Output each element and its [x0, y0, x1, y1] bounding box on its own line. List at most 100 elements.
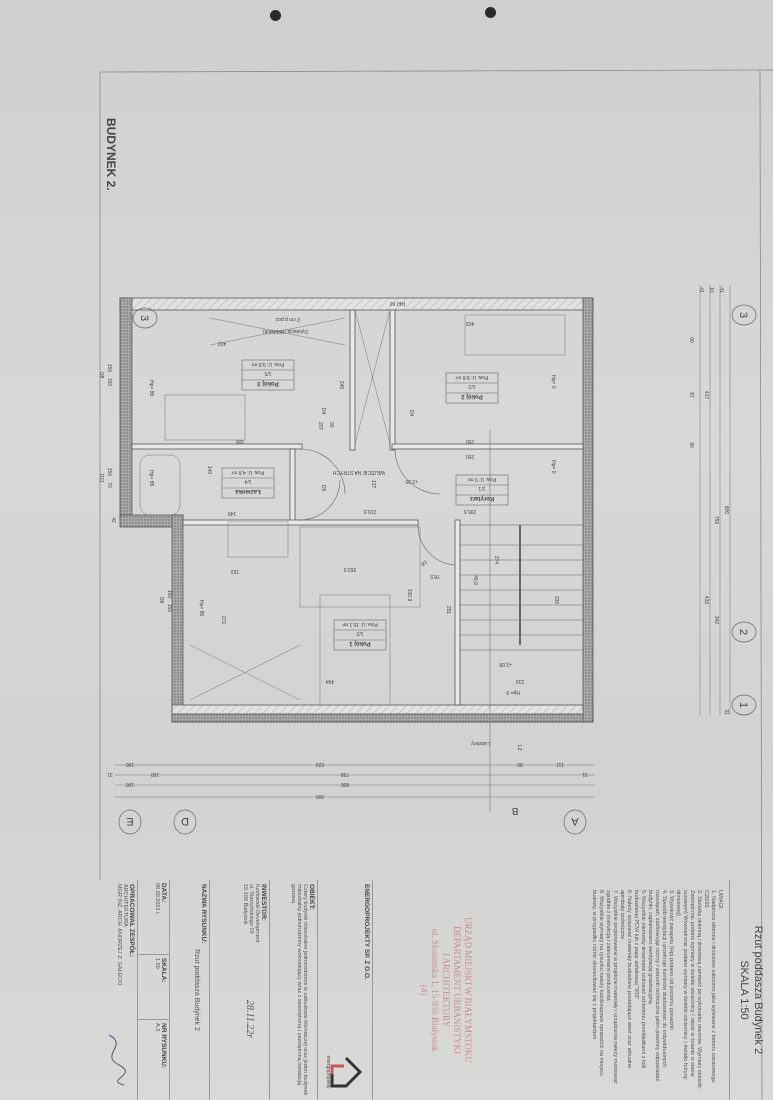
grid-axis-circle — [563, 809, 587, 835]
room-name: Pokój 2 — [461, 393, 483, 399]
dimension-label: 402 — [466, 320, 475, 326]
level-mark-stairs: +2,08 — [499, 661, 512, 667]
dimension-label: 41 — [698, 287, 704, 293]
dimension-label: 402 — [218, 340, 227, 346]
lintel-label: L2 — [516, 745, 522, 751]
company-row: ENERGOPROJEKTY SP. Z O.O. energoprojekty — [317, 880, 372, 1100]
annotations: WEJŚCIE NA STRYCH 137 +2,95 +2,08 Hp= 0 … — [148, 300, 556, 751]
dimension-label: 140 — [228, 510, 237, 516]
shaft-cross — [189, 309, 391, 701]
title-text: Rzut poddasza Budynek 2 — [752, 925, 764, 1055]
grid-axis-label-circle — [132, 307, 158, 329]
dimension-label: 432 — [703, 596, 709, 605]
info-table: ENERGOPROJEKTY SP. Z O.O. energoprojekty… — [89, 880, 373, 1100]
dimension-label: 49,9 — [472, 575, 478, 585]
dimension-label: 738 — [341, 771, 350, 777]
section-label: B — [511, 805, 518, 816]
door-size: 90 — [328, 422, 334, 428]
approval-stamp: URZĄD MIEJSKI W BIAŁYMSTOKU DEPARTAMENT … — [378, 890, 473, 1090]
fire-rating: REI 60 — [389, 300, 405, 306]
dimension-label: 629 — [316, 761, 325, 767]
sill-height: Hp= 0 — [550, 375, 556, 389]
dimension-label: 90 — [688, 442, 694, 448]
grid-axis-label: 3 — [138, 315, 150, 321]
grid-axis-label-circle — [731, 304, 757, 326]
sheet-frame — [99, 69, 773, 1100]
dimension-label: 330 — [553, 596, 559, 605]
dimension-label: 271 — [220, 616, 226, 625]
dimension-label: 759 — [713, 516, 719, 525]
number-label: NR RYSUNKU: — [160, 1023, 167, 1069]
note-item: 3. Wysokość parapetu (Hp) podano od pozi… — [668, 890, 674, 1030]
dimension-label: 330,9 — [406, 589, 412, 602]
investor-row: INWESTOR: Kozłowski Development ul. Star… — [209, 880, 269, 1100]
grid-axis-label: E — [126, 815, 133, 827]
room-number: 1/5 — [264, 370, 271, 376]
dimension-label: 417 — [703, 391, 709, 400]
dimension-label: 78,5 — [430, 573, 440, 579]
room-label-box — [221, 467, 275, 499]
dimension-label: 80 — [517, 761, 523, 767]
door-label: D5 — [320, 485, 326, 492]
date-cell: DATA: 08.09.2021 r. — [138, 880, 169, 955]
handwritten-date: 28.11.22r — [244, 1000, 255, 1039]
note-item: 4. Sposób wentylacji i przekroje kominów… — [647, 890, 667, 1082]
dimension-label: 306 — [236, 438, 245, 444]
dimension-label: 60 — [688, 337, 694, 343]
dimension-label: 295,5 — [464, 508, 477, 514]
grid-axis-label-circle — [731, 621, 757, 643]
dimension-label: 10 — [708, 287, 714, 293]
door-label: D4 — [320, 408, 326, 415]
stamp-line: I ARCHITEKTURY — [441, 952, 451, 1028]
room-label-box — [455, 474, 509, 506]
dimension-label: 100 — [151, 771, 160, 777]
dilatation-note: 2 cm p.poz — [275, 316, 300, 322]
note-item: 6. Należy stosować materiały budowlane p… — [619, 890, 632, 1069]
dimension-label: 210 — [516, 678, 525, 684]
dimension-label: 140 — [206, 466, 212, 475]
attic-entry-dim: 137 — [370, 480, 376, 489]
object-text: Cztery budynki mieszkalne jednorodzinne … — [290, 884, 308, 1096]
door-size: 207 — [317, 422, 323, 431]
room-number: 1/2 — [356, 630, 363, 636]
drawing-name-label: NAZWA RYSUNKU: — [200, 884, 207, 944]
sill-height: Hp= 0 — [550, 460, 556, 474]
room-area: Pow. U: 9 m² — [467, 476, 496, 482]
logo-text: energoprojekty — [326, 1055, 331, 1089]
drawing-title: Rzut poddasza Budynek 2 SKALA 1:50 — [729, 880, 773, 1100]
dimension-label: 100 — [126, 761, 135, 767]
investor-line: ul. Starzyńskiego 10 — [248, 884, 254, 934]
note-item: 8. Wszystkie wymiary na rysunku należy k… — [591, 890, 604, 1077]
drawing-name: Rzut poddasza Budynek 2 — [193, 949, 200, 1031]
dimension-label: 31 — [582, 771, 588, 777]
drawing-name-row: NAZWA RYSUNKU: Rzut poddasza Budynek 2 — [169, 880, 209, 1100]
dimension-label: 100 — [126, 781, 135, 787]
sill-height: Hp= 85 — [198, 600, 204, 616]
note-item: 5. Wszystkie elementy drewniane izolować… — [633, 890, 646, 1069]
sill-height: Hp= 85 — [148, 380, 154, 396]
grid-axis-label: 1 — [737, 702, 749, 708]
dimension-label: 263,5 — [344, 566, 357, 572]
dimension-label: 251 — [445, 606, 451, 615]
level-mark-upper: +2,95 — [405, 478, 418, 484]
grid-axis-label: D — [181, 815, 189, 827]
room-name: Korytarz — [470, 495, 494, 501]
dimension-label: 70 — [106, 482, 112, 488]
dimension-label: O8 — [98, 372, 104, 379]
grid-axis-circle — [118, 809, 142, 835]
staircase — [459, 524, 584, 706]
grid-axis-circle — [173, 809, 197, 835]
dimension-label: O11 — [98, 473, 104, 482]
room-name: Łazienka — [235, 488, 261, 494]
note-item: 1. Nadproża okienne i drzwiowe założono … — [703, 890, 716, 1083]
investor-label: INWESTOR: — [260, 884, 267, 922]
date-label: DATA: — [160, 883, 167, 903]
room-name: Pokój 1 — [349, 640, 371, 646]
note-item: 7. Wszystkie proponowane w projekcie mat… — [605, 890, 618, 1084]
scale-text: SKALA 1:50 — [738, 960, 750, 1020]
dimension-label: 800 — [341, 781, 350, 787]
